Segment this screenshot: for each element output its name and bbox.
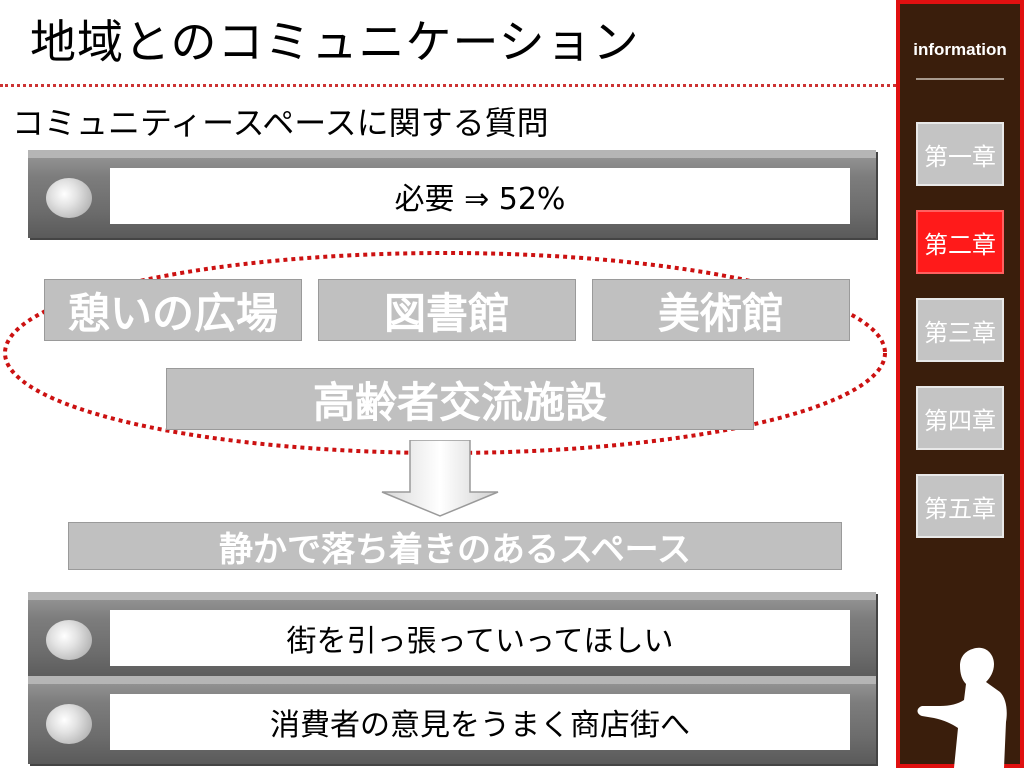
page-title: 地域とのコミュニケーション (30, 15, 640, 69)
bar-bullet-icon (46, 620, 92, 660)
option-art-museum: 美術館 (592, 279, 850, 341)
chapter-4-button[interactable]: 第四章 (916, 386, 1004, 450)
sidebar: information 第一章 第二章 第三章 第四章 第五章 (896, 0, 1024, 768)
chapter-5-button[interactable]: 第五章 (916, 474, 1004, 538)
sidebar-information-label: information (913, 40, 1007, 59)
answer-bar-consumer: 消費者の意見をうまく商店街へ (28, 676, 876, 764)
option-senior-center: 高齢者交流施設 (166, 368, 754, 430)
chapter-3-button[interactable]: 第三章 (916, 298, 1004, 362)
answer-bar-need: 必要 ⇒ 52% (28, 150, 876, 238)
answer-bar-text: 必要 ⇒ 52% (110, 168, 850, 224)
result-box: 静かで落ち着きのあるスペース (68, 522, 842, 570)
page-subtitle: コミュニティースペースに関する質問 (12, 104, 549, 142)
bar-bullet-icon (46, 178, 92, 218)
option-plaza: 憩いの広場 (44, 279, 302, 341)
chapter-2-button[interactable]: 第二章 (916, 210, 1004, 274)
title-divider (0, 84, 896, 87)
answer-bar-lead: 街を引っ張っていってほしい (28, 592, 876, 680)
bar-bullet-icon (46, 704, 92, 744)
sidebar-divider (916, 78, 1004, 80)
chapter-1-button[interactable]: 第一章 (916, 122, 1004, 186)
answer-bar-text: 消費者の意見をうまく商店街へ (110, 694, 850, 750)
arrow-down-icon (381, 440, 499, 517)
answer-bar-text: 街を引っ張っていってほしい (110, 610, 850, 666)
presenter-silhouette-icon (917, 647, 1007, 768)
option-library: 図書館 (318, 279, 576, 341)
